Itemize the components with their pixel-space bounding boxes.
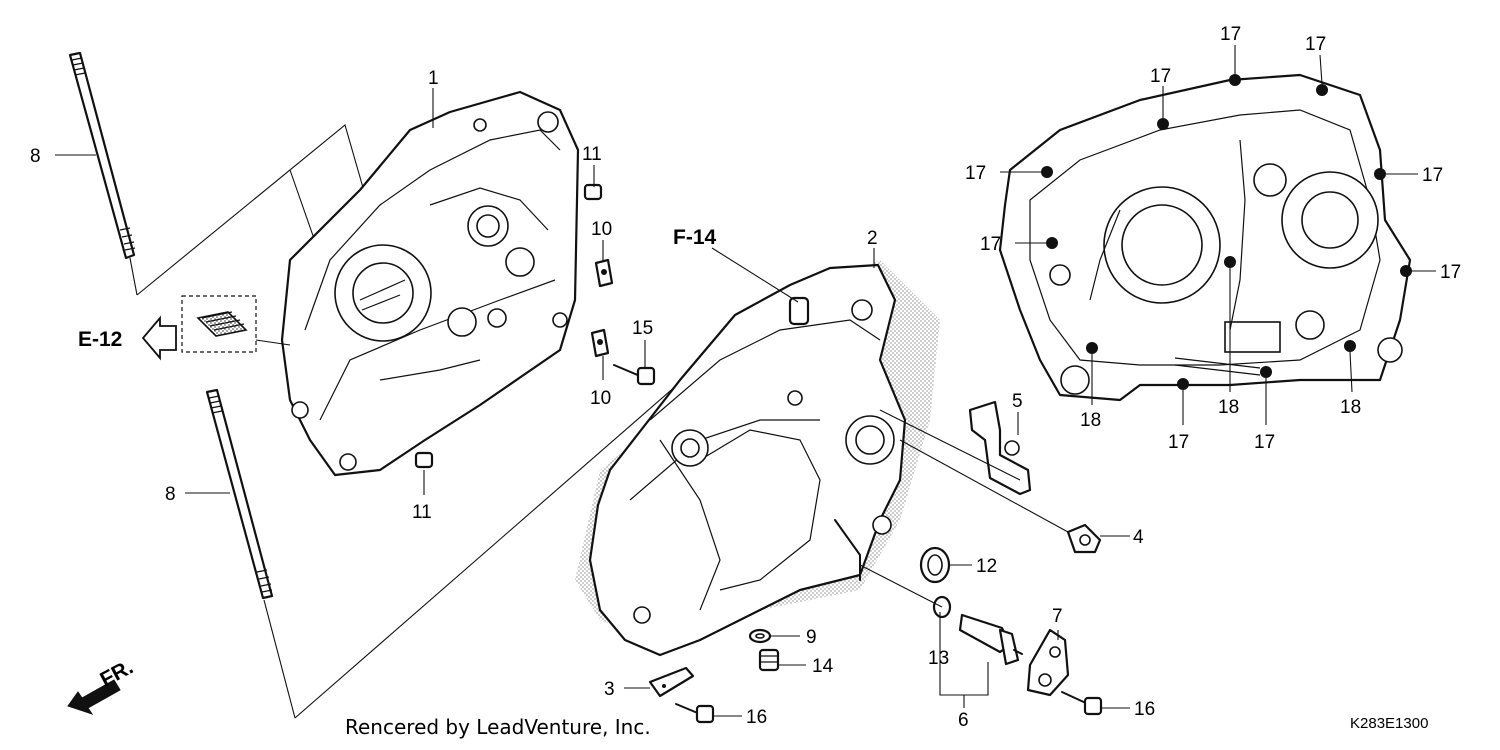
washer-upper	[594, 258, 614, 288]
callout-16-left: 16	[746, 707, 767, 728]
callout-18-a: 18	[1080, 410, 1101, 431]
callout-15: 15	[632, 318, 653, 339]
reference-f14: F-14	[673, 226, 717, 249]
callout-8-lower: 8	[165, 484, 176, 505]
callout-11-upper: 11	[582, 144, 602, 165]
callout-10-lower: 10	[590, 388, 611, 409]
sealing-washer	[859, 564, 952, 619]
left-arrow-icon	[141, 315, 177, 361]
callout-17-e: 17	[1422, 165, 1443, 186]
callout-11-lower: 11	[412, 502, 432, 523]
callout-1: 1	[428, 68, 439, 89]
callout-18-b: 18	[1218, 397, 1239, 418]
callout-labels: 1 2 3 4 5 6 7 8 8 9 10 10 11 11 12 13 14…	[30, 24, 1461, 731]
callout-17-b: 17	[1305, 34, 1326, 55]
bolt-16-right	[1061, 691, 1103, 716]
callout-3: 3	[604, 679, 615, 700]
callout-13: 13	[928, 648, 949, 669]
bolt-14	[758, 648, 780, 672]
callout-17-f: 17	[980, 234, 1001, 255]
callout-14: 14	[812, 656, 834, 677]
leader-lines	[55, 45, 1436, 717]
callout-5: 5	[1012, 391, 1023, 412]
callout-17-c: 17	[1150, 66, 1171, 87]
render-credit: Rencered by LeadVenture, Inc.	[345, 715, 651, 739]
gasket-reference-box	[181, 295, 291, 353]
callout-16-right: 16	[1134, 699, 1155, 720]
stay-bracket	[879, 400, 1032, 496]
callout-8-upper: 8	[30, 146, 41, 167]
callout-9: 9	[806, 627, 817, 648]
bracket-3	[648, 666, 695, 698]
washer-9	[748, 628, 772, 644]
bolt-15	[613, 364, 656, 386]
diagram-code: K283E1300	[1350, 715, 1428, 732]
reference-e12: E-12	[78, 328, 122, 351]
callout-17-d: 17	[965, 163, 986, 184]
f14-pointer	[711, 247, 799, 303]
stud-bolt-upper	[68, 51, 136, 260]
callout-17-a: 17	[1220, 24, 1241, 45]
shift-shaft	[958, 613, 1023, 666]
stopper-plate	[1026, 628, 1070, 697]
dowel-pin-lower	[414, 451, 434, 469]
right-crankcase-half	[575, 260, 940, 657]
bolt-16-left	[675, 703, 715, 724]
callout-10-upper: 10	[591, 219, 612, 240]
callout-17-h: 17	[1168, 432, 1189, 453]
clamp	[899, 439, 1102, 554]
front-direction-arrow-icon	[67, 679, 121, 715]
dowel-pin-upper	[583, 183, 603, 201]
callout-2: 2	[867, 228, 878, 249]
callout-18-c: 18	[1340, 397, 1361, 418]
callout-17-i: 17	[1254, 432, 1275, 453]
crankcase-inner-view	[998, 73, 1412, 402]
callout-12: 12	[976, 556, 997, 577]
callout-4: 4	[1133, 527, 1144, 548]
callout-17-g: 17	[1440, 262, 1461, 283]
oil-seal	[919, 546, 951, 584]
callout-7: 7	[1052, 606, 1063, 627]
stud-bolt-lower	[205, 388, 274, 600]
callout-6: 6	[958, 710, 969, 731]
left-crankcase-half	[280, 90, 580, 477]
washer-lower	[590, 328, 610, 358]
